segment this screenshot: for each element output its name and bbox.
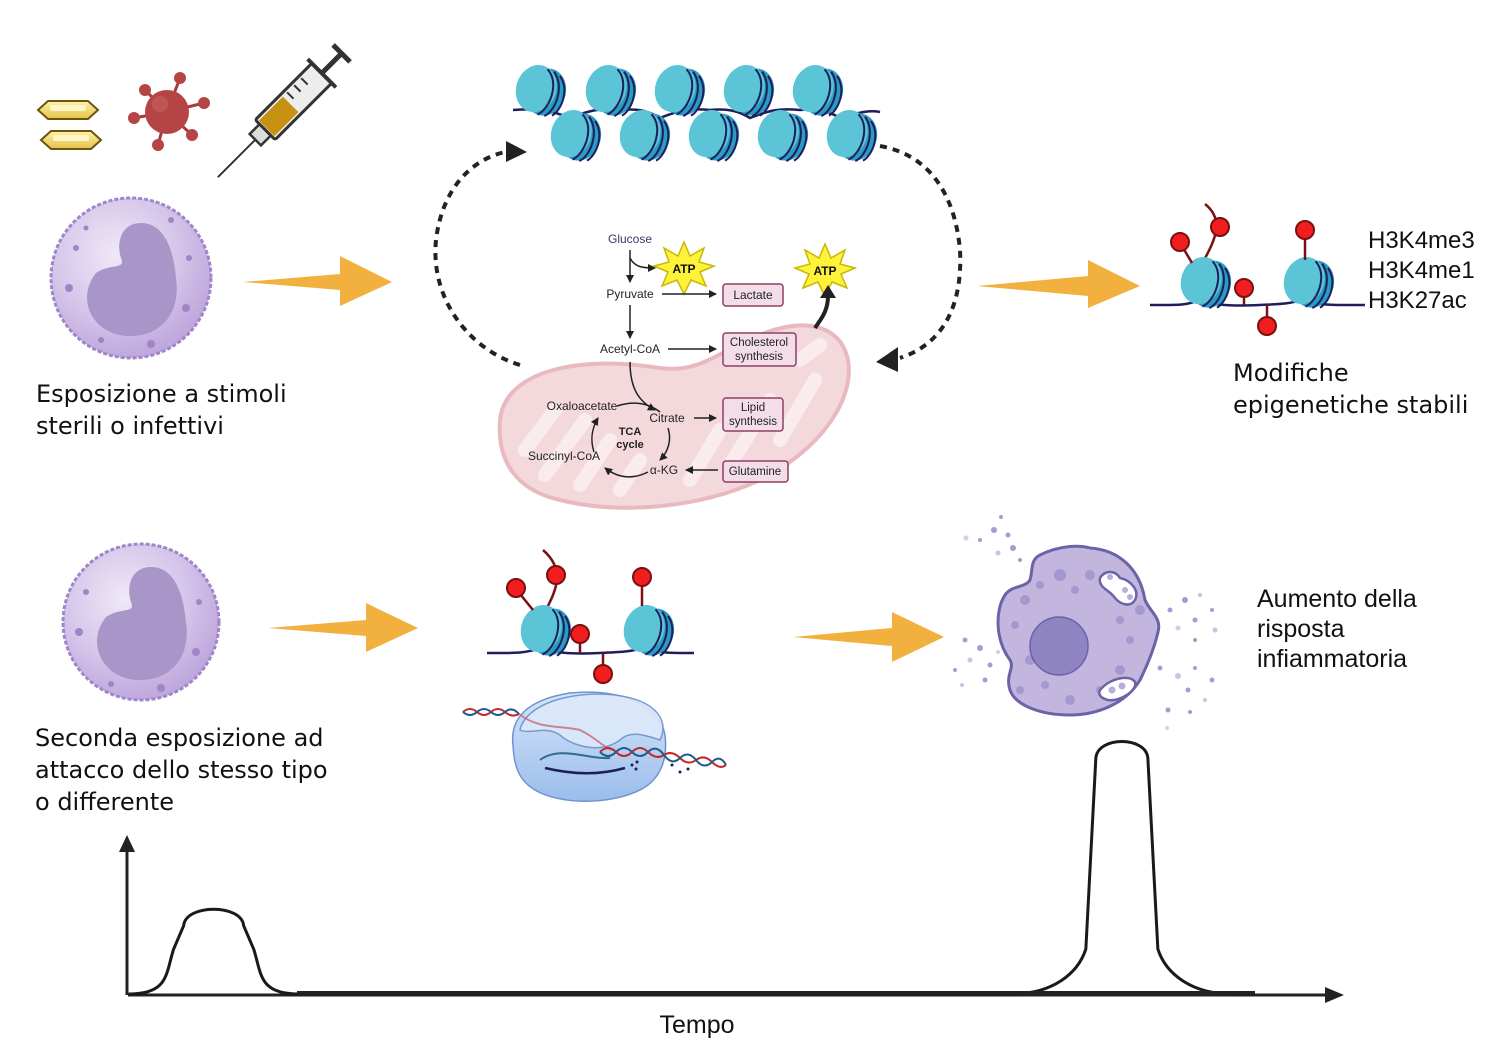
svg-text:synthesis: synthesis <box>729 416 777 428</box>
succinyl-coa-label: Succinyl-CoA <box>528 449 600 463</box>
svg-text:Lipid: Lipid <box>741 402 765 414</box>
activated-macrophage <box>953 515 1218 730</box>
svg-text:synthesis: synthesis <box>735 351 783 363</box>
lactate-box: Lactate <box>722 283 784 307</box>
y-axis-arrowhead <box>119 835 135 852</box>
caption-first-exposure: Esposizione a stimoli sterili o infettiv… <box>36 380 287 440</box>
monocyte-cell-2 <box>61 542 221 702</box>
cholesterol-synthesis-box: Cholesterol synthesis <box>722 332 797 367</box>
response-chart <box>119 740 1344 1003</box>
glucose-label: Glucose <box>608 232 652 246</box>
svg-text:Lactate: Lactate <box>733 288 773 302</box>
metabolic-pathway: Glucose ATP ATP Pyruvate Lactate Acetyl-… <box>528 232 858 483</box>
flow-arrow-4 <box>793 612 944 662</box>
x-axis-arrowhead <box>1325 987 1344 1003</box>
atp-burst-2: ATP <box>792 242 858 298</box>
modified-chromatin-bottom <box>486 549 695 684</box>
svg-text:ATP: ATP <box>813 264 836 278</box>
atp-burst-1: ATP <box>651 240 717 296</box>
caption-inflammatory-response: Aumento della risposta infiammatoria <box>1257 585 1417 673</box>
virus-icon <box>128 72 210 151</box>
histone-mark-h3k4me3: H3K4me3 <box>1368 227 1475 254</box>
akg-label: α-KG <box>650 463 678 477</box>
pyruvate-label: Pyruvate <box>606 287 654 301</box>
tca-cycle-label-2: cycle <box>616 439 644 451</box>
caption-epigenetic-modifications: Modifiche epigenetiche stabili <box>1233 359 1469 419</box>
monocyte-cell-1 <box>49 196 213 360</box>
glutamine-box: Glutamine <box>722 460 789 483</box>
lipid-synthesis-box: Lipid synthesis <box>722 397 784 432</box>
flow-arrow-3 <box>268 603 418 652</box>
cytokine-cloud <box>953 515 1218 730</box>
tca-cycle-label: TCA <box>619 426 642 438</box>
modified-chromatin-top <box>1149 203 1366 336</box>
chromatin-fiber <box>508 58 885 168</box>
oxaloacetate-label: Oxaloacetate <box>547 399 618 413</box>
dashed-arrow-right <box>876 144 963 372</box>
rna-polymerase <box>462 691 727 802</box>
histone-mark-h3k27ac: H3K27ac <box>1368 287 1467 314</box>
flow-arrow-1 <box>243 256 392 306</box>
syringe-icon <box>217 43 352 178</box>
svg-text:ATP: ATP <box>672 262 695 276</box>
svg-text:Glutamine: Glutamine <box>729 466 781 478</box>
crystal-icon <box>36 100 103 150</box>
acetyl-coa-label: Acetyl-CoA <box>600 342 660 356</box>
dashed-arrow-left <box>433 141 527 367</box>
histone-mark-h3k4me1: H3K4me1 <box>1368 257 1475 284</box>
caption-second-exposure: Seconda esposizione ad attacco dello ste… <box>35 724 328 816</box>
svg-text:Cholesterol: Cholesterol <box>730 337 788 349</box>
x-axis-label: Tempo <box>659 1011 734 1039</box>
flow-arrow-2 <box>977 260 1140 308</box>
citrate-label: Citrate <box>649 411 685 425</box>
